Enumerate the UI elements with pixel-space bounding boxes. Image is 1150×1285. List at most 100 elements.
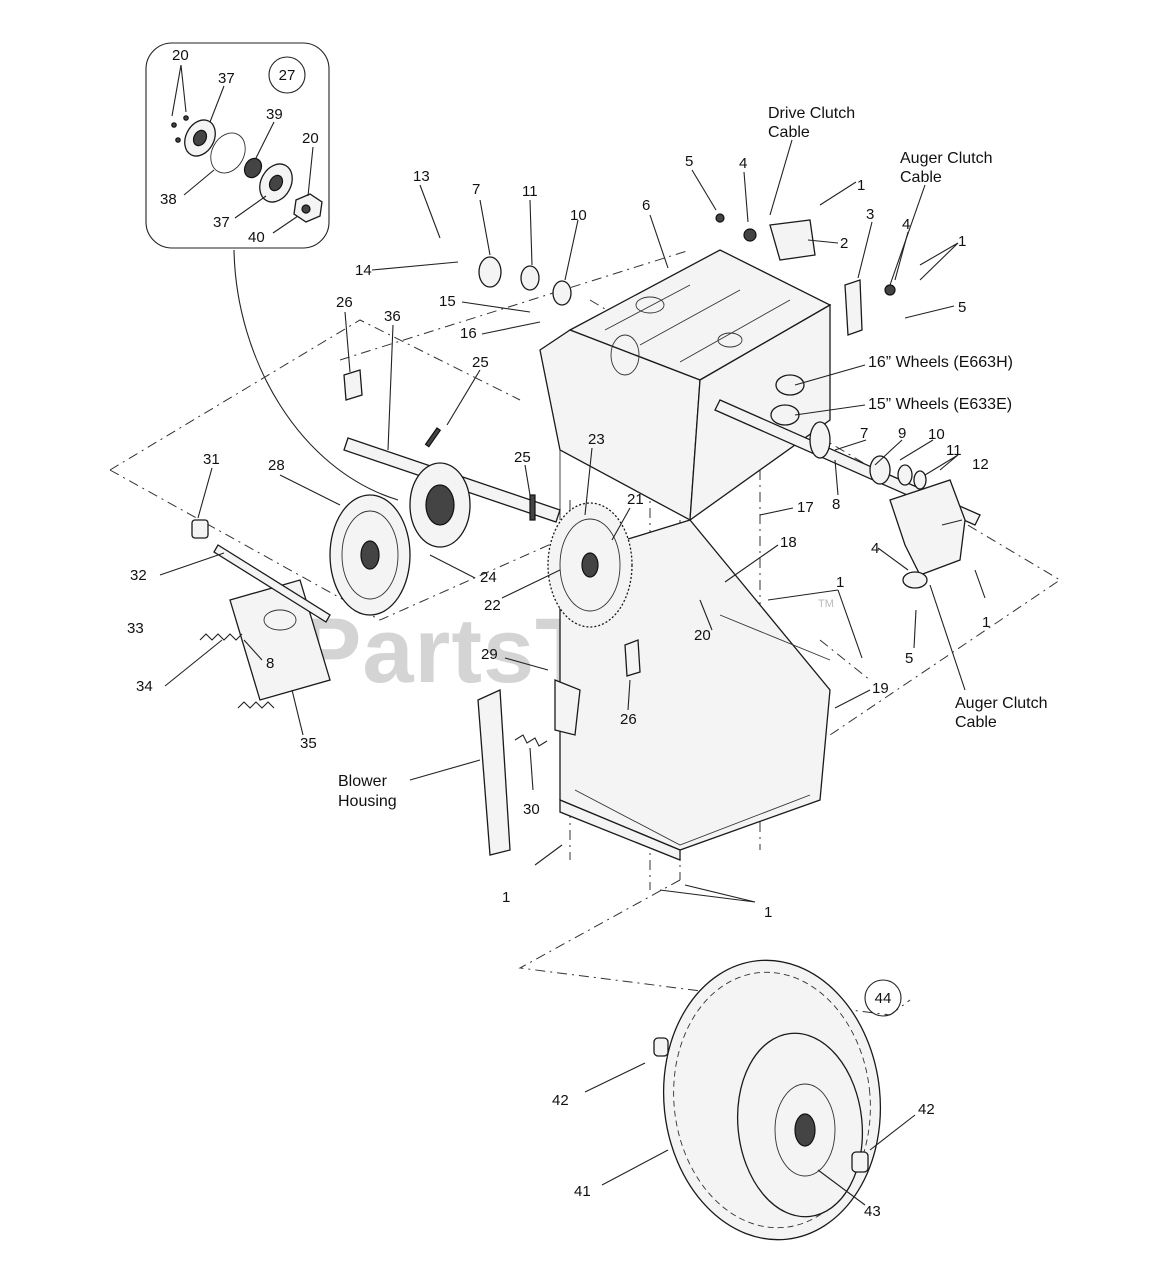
leader-inset-20b — [307, 146, 314, 197]
label-15-wheels: 15” Wheels (E633E) — [868, 396, 1012, 413]
callout-numbers: 20 37 39 20 38 37 40 13 7 11 10 6 5 4 1 … — [127, 47, 990, 1220]
bushing-31 — [191, 519, 209, 539]
callout-35: 35 — [300, 735, 317, 752]
callout-26-top: 26 — [336, 294, 353, 311]
hub-7-right — [809, 421, 831, 459]
bushing-42-right — [851, 1151, 869, 1173]
spring-35 — [237, 701, 275, 709]
bearing-10-left — [552, 280, 572, 306]
leader-inset-20 — [171, 64, 187, 117]
callout-9: 9 — [898, 425, 906, 442]
callout-15: 15 — [439, 293, 456, 310]
wheel-axle-hole — [794, 1113, 816, 1147]
callout-30: 30 — [523, 801, 540, 818]
callout-34: 34 — [136, 678, 153, 695]
callout-1-mid: 1 — [836, 574, 844, 591]
base-plate — [559, 799, 681, 861]
leader-inset-40 — [272, 215, 299, 234]
drive-gear-inner — [559, 518, 621, 612]
screw-20-b — [183, 115, 189, 121]
label-auger-clutch-cable-top-1: Auger Clutch — [900, 150, 993, 167]
callout-10-right: 10 — [928, 426, 945, 443]
callout-7-top: 7 — [472, 181, 480, 198]
callout-20-inset: 20 — [172, 47, 189, 64]
bracket-2 — [769, 219, 816, 261]
link-29 — [554, 679, 581, 736]
callout-19: 19 — [872, 680, 889, 697]
inset-connector-curve — [233, 249, 399, 501]
callout-29: 29 — [481, 646, 498, 663]
roll-pin-25-a — [529, 494, 536, 521]
callout-36: 36 — [384, 308, 401, 325]
callout-16: 16 — [460, 325, 477, 342]
callout-42-right: 42 — [918, 1101, 935, 1118]
callout-43: 43 — [864, 1203, 881, 1220]
roll-pin-25-b — [424, 427, 442, 448]
bracket-40-hole — [301, 204, 311, 214]
callout-4-right: 4 — [871, 540, 879, 557]
label-auger-clutch-cable-bottom-2: Cable — [955, 714, 997, 731]
washer-11b-right — [913, 470, 927, 490]
bolt-5-top — [715, 213, 725, 223]
inset-badge-number: 27 — [279, 67, 296, 84]
callout-41: 41 — [574, 1183, 591, 1200]
label-blower-housing-1: Blower — [338, 773, 388, 790]
frame-top-hole-a — [635, 296, 665, 314]
callout-2: 2 — [840, 235, 848, 252]
screw-20-a — [171, 122, 177, 128]
wheel-badge-number: 44 — [875, 990, 892, 1007]
leader-inset-37a — [209, 85, 225, 123]
inset-detail-27: 27 — [145, 42, 399, 501]
screw-20-c — [175, 137, 181, 143]
callout-37-inset-bottom: 37 — [213, 214, 230, 231]
callout-23: 23 — [588, 431, 605, 448]
leader-inset-38 — [183, 169, 215, 196]
ring-38 — [210, 132, 246, 174]
callout-11-top: 11 — [522, 183, 538, 200]
callout-5-top: 5 — [685, 153, 693, 170]
callout-40-inset: 40 — [248, 229, 265, 246]
frame-wheel-hole-16 — [775, 374, 805, 396]
callout-22: 22 — [484, 597, 501, 614]
friction-wheel-hub — [360, 540, 380, 570]
spring-30 — [514, 734, 548, 747]
callout-18: 18 — [780, 534, 797, 551]
right-hardware — [478, 213, 966, 589]
callout-37-inset-top: 37 — [218, 70, 235, 87]
callout-4-top: 4 — [739, 155, 747, 172]
flange-37-bottom-hole — [268, 174, 284, 192]
callout-11-right: 11 — [946, 442, 962, 459]
callout-24: 24 — [480, 569, 497, 586]
hub-7-left — [478, 256, 502, 288]
adjuster-4-right — [902, 571, 928, 589]
adjuster-4-top — [743, 228, 757, 242]
frame-assembly-6 — [539, 249, 981, 861]
callout-4-auger: 4 — [902, 216, 910, 233]
cable-rod — [719, 614, 831, 661]
callout-8-right: 8 — [832, 496, 840, 513]
drive-assembly — [191, 369, 831, 856]
wheel-hub-43 — [774, 1083, 836, 1177]
callout-6: 6 — [642, 197, 650, 214]
leader-inset-37b — [234, 195, 267, 219]
friction-wheel-rim — [341, 510, 399, 600]
frame-right-side — [689, 303, 831, 522]
callout-25-upper: 25 — [472, 354, 489, 371]
wheel-assembly-41: 44 — [653, 959, 902, 1241]
callout-26-bottom: 26 — [620, 711, 637, 728]
label-auger-clutch-cable-bottom-1: Auger Clutch — [955, 695, 1048, 712]
bracket-3 — [844, 279, 863, 336]
callout-38-inset: 38 — [160, 191, 177, 208]
callout-12: 12 — [972, 456, 989, 473]
label-auger-clutch-cable-top-2: Cable — [900, 169, 942, 186]
callout-14: 14 — [355, 262, 372, 279]
callout-42-left: 42 — [552, 1092, 569, 1109]
inset-badge-circle — [268, 56, 306, 94]
callout-21: 21 — [627, 491, 644, 508]
callout-5-right: 5 — [905, 650, 913, 667]
bracket-26-top — [343, 369, 363, 401]
leader-inset-39 — [255, 121, 275, 159]
callout-28: 28 — [268, 457, 285, 474]
